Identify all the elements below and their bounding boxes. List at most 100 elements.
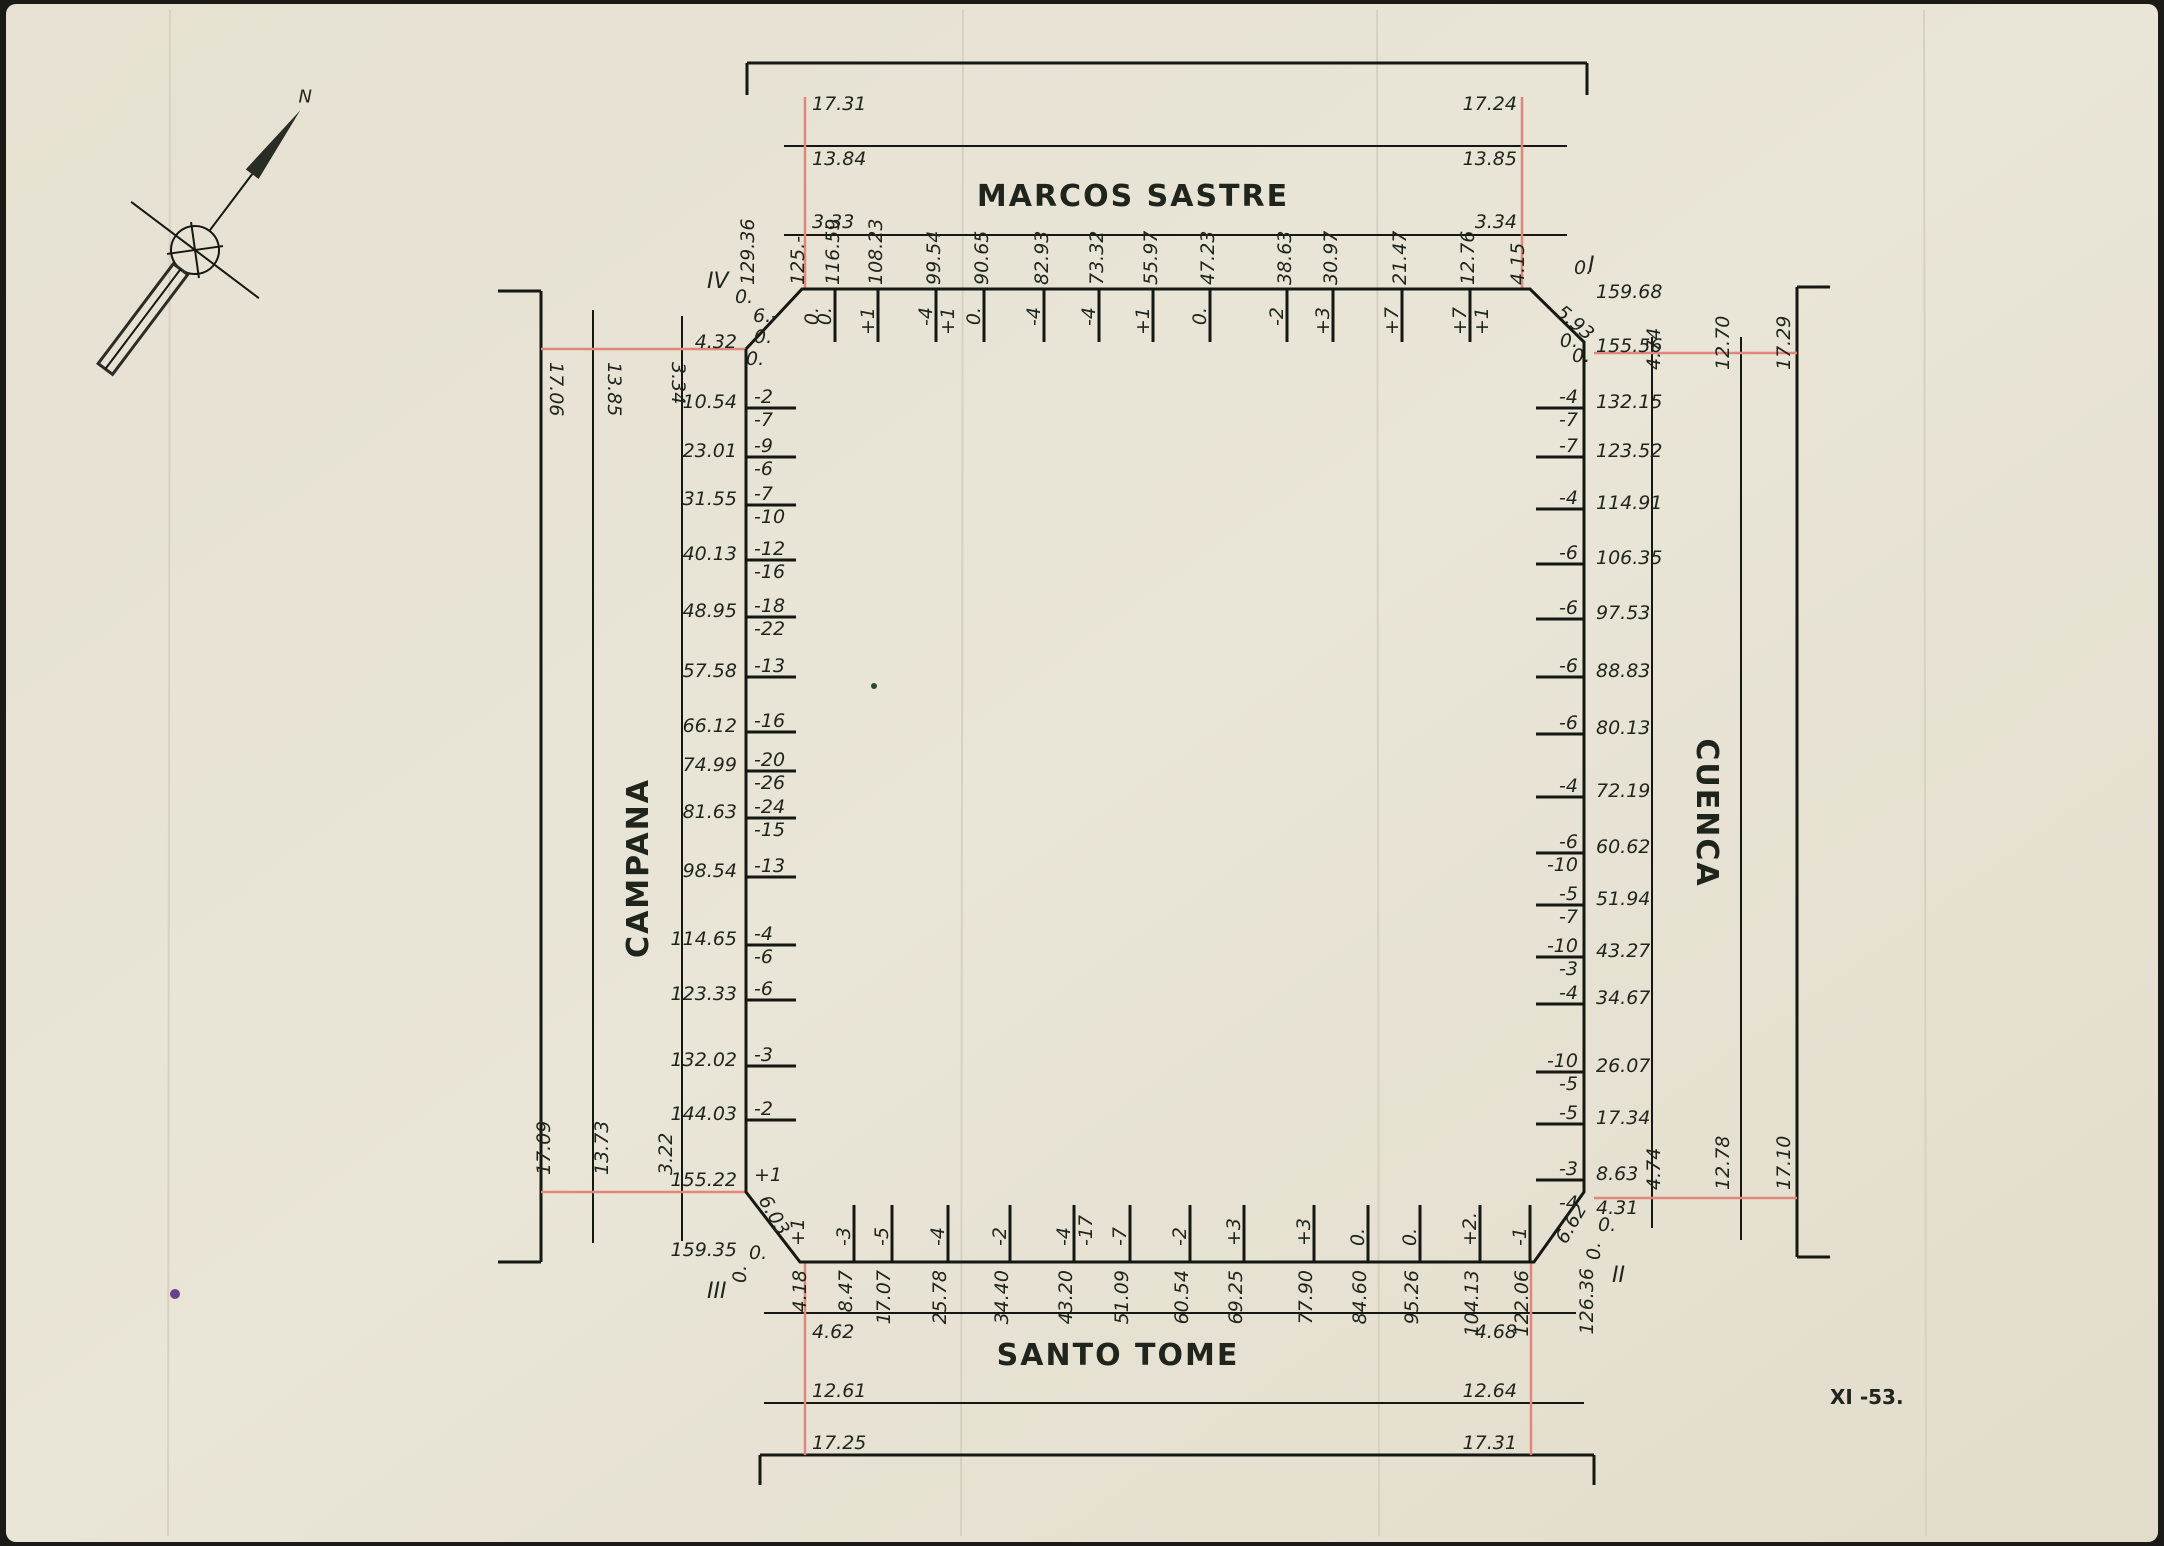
elevation-value: +7 [1381, 307, 1403, 335]
paper-sheet [6, 4, 2158, 1542]
corner-label: II [1612, 1263, 1625, 1288]
offset-label: 4.74 [1643, 328, 1665, 370]
street-north: MARCOS SASTRE [977, 179, 1289, 214]
elevation-value: -6 [754, 458, 773, 480]
elevation-value: -4 [1559, 386, 1578, 408]
corner-zero: 0. [735, 286, 753, 308]
elevation-value: +1 [937, 307, 959, 335]
corner-value: 126.36 [1576, 1268, 1598, 1334]
elevation-value: -4 [1053, 1227, 1075, 1246]
corner-zero: 0. [729, 1265, 751, 1283]
street-south: SANTO TOME [997, 1338, 1240, 1373]
corner-value: 159.35 [671, 1239, 737, 1261]
station-distance: 12.76 [1457, 231, 1479, 285]
offset-label: 17.25 [812, 1432, 866, 1454]
offset-label: 4.68 [1475, 1321, 1517, 1343]
elevation-value: 0. [1399, 1228, 1421, 1246]
corner-zero: 0. [749, 1242, 767, 1264]
elevation-value: -17 [1075, 1215, 1097, 1246]
station-distance: 155.56 [1596, 335, 1662, 357]
station-distance: 84.60 [1349, 1270, 1371, 1324]
street-west: CAMPANA [621, 778, 656, 958]
offset-label: 12.64 [1463, 1380, 1517, 1402]
elevation-value: -6 [1559, 542, 1578, 564]
station-distance: 4.31 [1596, 1197, 1638, 1219]
offset-label: 12.78 [1712, 1136, 1734, 1190]
elevation-value: +1 [1471, 307, 1493, 335]
offset-label: 13.85 [603, 362, 625, 416]
offset-label: 3.33 [812, 211, 854, 233]
elevation-value: -22 [754, 618, 785, 640]
ink-dot [871, 683, 877, 689]
elevation-value: -6 [1559, 712, 1578, 734]
elevation-value: -10 [754, 506, 785, 528]
corner-zero: 0. [1574, 257, 1592, 279]
corner-value: 159.68 [1596, 281, 1662, 303]
elevation-value: -20 [754, 749, 785, 771]
offset-label: 17.09 [533, 1121, 555, 1175]
station-distance: 74.99 [683, 754, 737, 776]
station-distance: 123.52 [1596, 440, 1662, 462]
station-distance: 47.23 [1197, 231, 1219, 285]
elevation-value: -4 [1559, 982, 1578, 1004]
station-distance: 81.63 [683, 801, 737, 823]
station-distance: 114.91 [1596, 492, 1662, 514]
station-distance: 114.65 [671, 928, 737, 950]
offset-label: 17.29 [1773, 316, 1795, 370]
elevation-value: -6 [1559, 597, 1578, 619]
elevation-value: -6 [754, 978, 773, 1000]
station-distance: 69.25 [1225, 1270, 1247, 1324]
chamfer-length: 6.- [753, 305, 778, 327]
station-distance: 23.01 [683, 440, 737, 462]
offset-label: 17.24 [1463, 93, 1517, 115]
elevation-value: 0. [1560, 330, 1578, 352]
station-distance: 73.32 [1086, 231, 1108, 285]
elevation-value: -2 [1169, 1227, 1191, 1246]
station-distance: 72.19 [1596, 780, 1650, 802]
elevation-value: +1 [754, 1164, 782, 1186]
station-distance: 17.07 [873, 1270, 895, 1324]
corner-zero: 0. [746, 348, 764, 370]
corner-label: IV [707, 269, 730, 294]
station-distance: 40.13 [683, 543, 737, 565]
elevation-value: 0. [1347, 1228, 1369, 1246]
elevation-value: +1 [1132, 307, 1154, 335]
elevation-value: -6 [1559, 655, 1578, 677]
station-distance: 80.13 [1596, 717, 1650, 739]
station-distance: 66.12 [683, 715, 737, 737]
elevation-value: -13 [754, 655, 785, 677]
corner-zero: 0. [1583, 1242, 1605, 1260]
station-distance: 8.63 [1596, 1163, 1638, 1185]
station-distance: 98.54 [683, 860, 737, 882]
station-distance: 57.58 [683, 660, 737, 682]
elevation-value: -4 [754, 923, 773, 945]
elevation-value: -18 [754, 595, 785, 617]
station-distance: 8.47 [835, 1270, 857, 1312]
station-distance: 43.20 [1055, 1270, 1077, 1324]
elevation-value: +3 [1223, 1218, 1245, 1246]
offset-label: 4.62 [812, 1321, 854, 1343]
elevation-value: -3 [754, 1044, 773, 1066]
elevation-value: +7 [1449, 307, 1471, 335]
station-distance: 48.95 [683, 600, 737, 622]
elevation-value: -9 [754, 435, 773, 457]
elevation-value: +1 [857, 307, 879, 335]
corner-zero: 0. [1572, 345, 1590, 367]
street-east: CUENCA [1689, 738, 1724, 887]
station-distance: 30.97 [1320, 231, 1342, 285]
street-labels: MARCOS SASTRE SANTO TOME CAMPANA CUENCA [621, 179, 1724, 1373]
elevation-value: -2 [754, 1098, 773, 1120]
compass-label: N [299, 87, 312, 108]
elevation-value: -7 [754, 483, 773, 505]
offset-label: 17.06 [545, 362, 567, 416]
elevation-value: -5 [1559, 1073, 1578, 1095]
elevation-value: -2 [1266, 307, 1288, 326]
elevation-value: -7 [754, 409, 773, 431]
corner-label: III [707, 1279, 726, 1304]
station-distance: 55.97 [1140, 231, 1162, 285]
station-distance: 155.22 [671, 1169, 737, 1191]
elevation-value: -4 [1559, 487, 1578, 509]
elevation-value: -10 [1547, 854, 1578, 876]
